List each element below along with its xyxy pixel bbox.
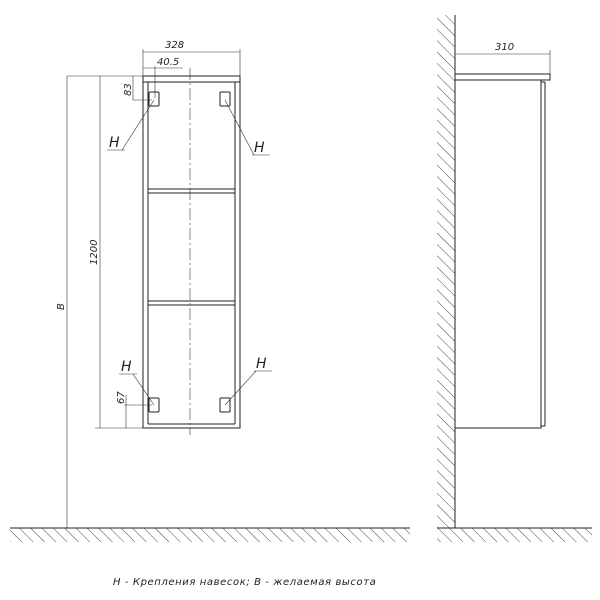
height-dimension: 1200: [89, 240, 100, 265]
top-hole-dimension: 83: [123, 83, 134, 96]
side-dimensions: 310: [455, 42, 551, 74]
bracket-top-left: [148, 91, 160, 107]
mount-height-dimension: B: [56, 303, 67, 310]
bottom-hole-dimension: 67: [116, 391, 127, 404]
width-dimension: 328: [165, 40, 184, 51]
front-dimensions: 328 40.5 83 1200 B 67: [56, 40, 241, 528]
mount-label-top-right: H: [254, 140, 265, 156]
front-cabinet: [142, 68, 241, 435]
wall: [437, 15, 456, 528]
bracket-bottom-right: [219, 397, 231, 413]
mount-label-bottom-right: H: [256, 356, 267, 372]
mount-label-top-left: H: [109, 135, 120, 151]
hole-offset-dimension: 40.5: [157, 57, 179, 68]
mount-label-bottom-left: H: [121, 359, 132, 375]
side-cabinet: [454, 73, 551, 429]
floor-front: [10, 527, 410, 542]
depth-dimension: 310: [495, 42, 514, 53]
bracket-top-right: [219, 91, 231, 107]
floor-side: [437, 527, 592, 542]
legend-caption: H - Крепления навесок; B - желаемая высо…: [113, 577, 376, 588]
mount-brackets: H H H H: [107, 91, 272, 413]
